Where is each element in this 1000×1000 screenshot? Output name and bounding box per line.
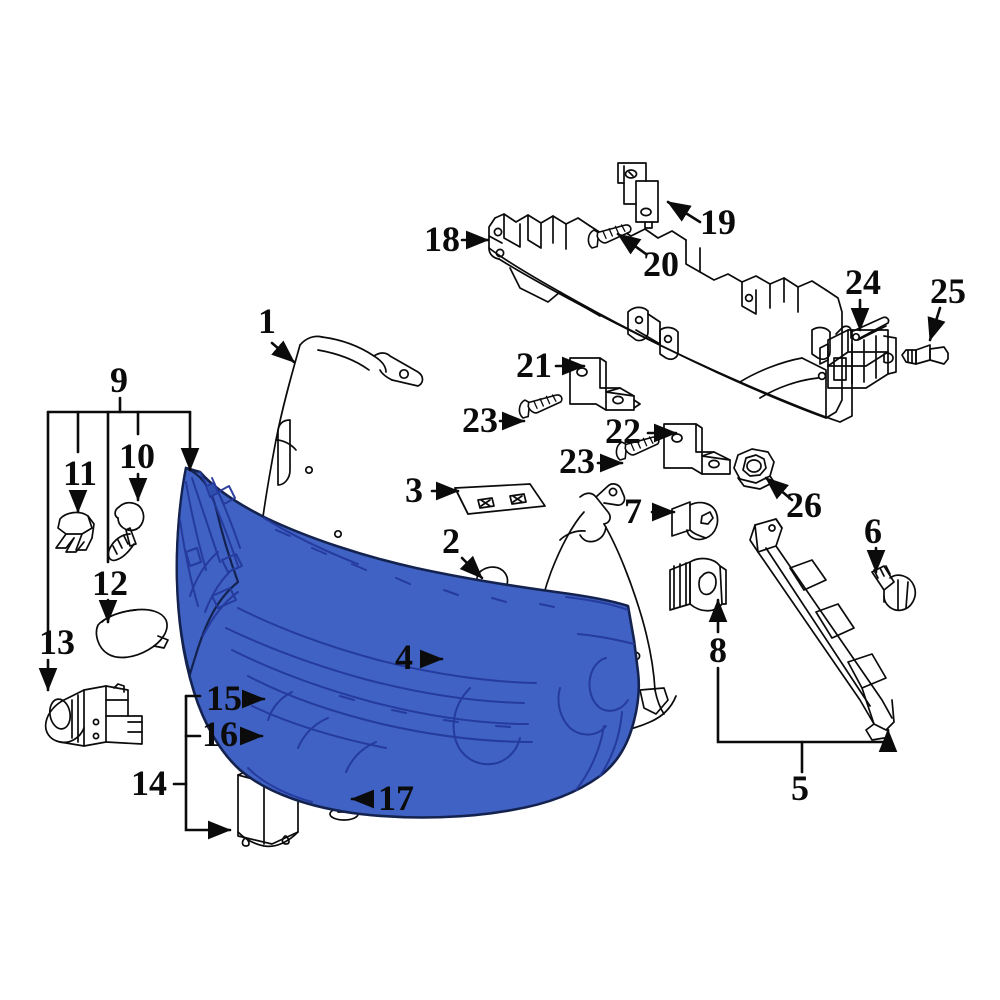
screw-10 [107, 501, 145, 562]
mounting-bracket-left [569, 357, 641, 411]
tapping-screw-23a [517, 390, 564, 423]
push-pin-retainer [671, 501, 719, 541]
callout-10[interactable]: 10 [119, 436, 155, 476]
hex-bolt-25 [901, 344, 949, 365]
callout-2[interactable]: 2 [442, 521, 460, 561]
callout-4[interactable]: 4 [395, 637, 413, 677]
callout-6[interactable]: 6 [864, 511, 882, 551]
reinforcement-plate [454, 483, 546, 515]
flange-nut [733, 448, 775, 490]
side-bracket-assembly [749, 518, 895, 741]
hex-flange-bolt-6 [871, 565, 917, 612]
callout-14[interactable]: 14 [131, 763, 167, 803]
callout-13[interactable]: 13 [39, 622, 75, 662]
callout-18[interactable]: 18 [424, 219, 460, 259]
callout-24[interactable]: 24 [845, 262, 881, 302]
callout-3[interactable]: 3 [405, 470, 423, 510]
callout-19[interactable]: 19 [700, 202, 736, 242]
leader-lines [38, 200, 946, 840]
callout-22[interactable]: 22 [605, 411, 641, 451]
callout-16[interactable]: 16 [202, 714, 238, 754]
callout-25[interactable]: 25 [930, 271, 966, 311]
callout-8[interactable]: 8 [709, 630, 727, 670]
expansion-clip [55, 511, 95, 553]
callout-23b[interactable]: 23 [559, 441, 595, 481]
upper-bracket [617, 162, 659, 229]
callout-11[interactable]: 11 [63, 453, 98, 493]
mounting-bracket-right [663, 423, 731, 475]
impact-bar [488, 213, 853, 423]
callout-21[interactable]: 21 [516, 345, 552, 385]
callout-17[interactable]: 17 [378, 778, 414, 818]
trailer-hitch-module [819, 316, 897, 389]
callout-23[interactable]: 23 [462, 400, 498, 440]
callout-7[interactable]: 7 [624, 491, 642, 531]
callout-15[interactable]: 15 [206, 678, 242, 718]
callout-9[interactable]: 9 [110, 360, 128, 400]
callout-1[interactable]: 1 [258, 301, 276, 341]
tapping-screw-20 [586, 220, 633, 253]
rear-bumper-cover-highlight [175, 466, 641, 819]
callout-5[interactable]: 5 [791, 768, 809, 808]
park-assist-sensor [44, 683, 143, 747]
callout-12[interactable]: 12 [92, 563, 128, 603]
callout-20[interactable]: 20 [643, 244, 679, 284]
callout-26[interactable]: 26 [786, 485, 822, 525]
